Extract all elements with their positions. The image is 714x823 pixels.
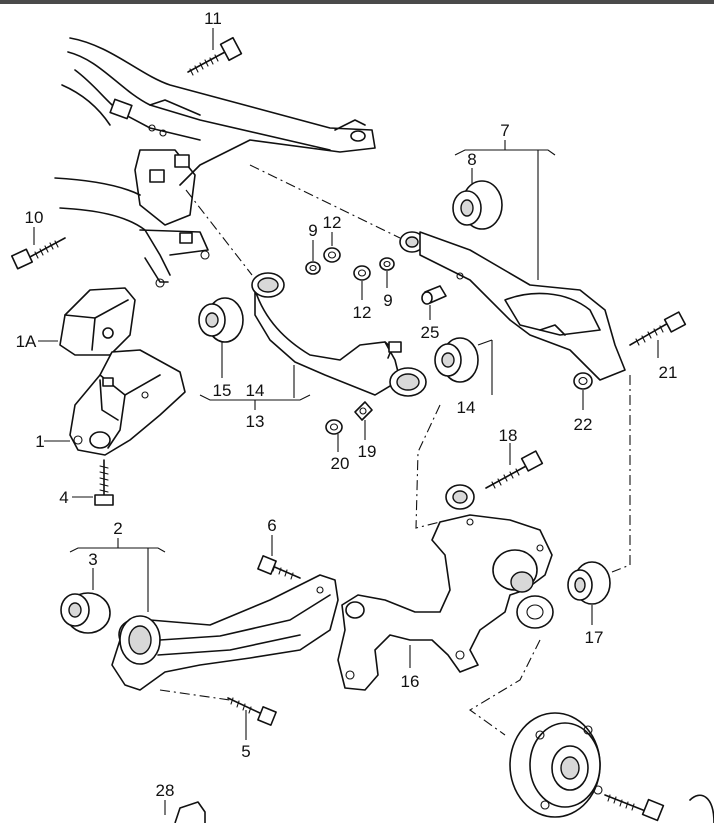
bolt-21 [629, 311, 687, 358]
bolt-5 [227, 697, 277, 740]
bolt-4 [72, 459, 114, 506]
washer-9-b [379, 257, 395, 288]
nut-20 [325, 419, 343, 452]
label-8: 8 [467, 150, 476, 169]
label-2: 2 [113, 519, 122, 538]
bolt-18 [485, 443, 544, 489]
label-9-a: 9 [308, 221, 317, 240]
label-7: 7 [500, 121, 509, 140]
label-9-b: 9 [383, 291, 392, 310]
label-28: 28 [156, 781, 175, 800]
label-16: 16 [401, 672, 420, 691]
bushing-14 [434, 337, 493, 395]
label-22: 22 [574, 415, 593, 434]
label-14-a: 14 [246, 381, 265, 400]
mount-bracket-1 [44, 349, 186, 456]
bushing-17 [567, 561, 611, 625]
nut-22 [573, 372, 593, 410]
label-11: 11 [204, 9, 222, 28]
nut-12-a [323, 232, 341, 263]
label-14-b: 14 [457, 398, 476, 417]
bushing-3 [60, 568, 111, 634]
washer-19 [354, 401, 373, 440]
label-1: 1 [35, 432, 44, 451]
alignment-lines [159, 164, 631, 736]
nut-12-b [353, 265, 371, 300]
window-top-border [0, 0, 714, 4]
label-4: 4 [59, 488, 68, 507]
bushing-8 [452, 180, 503, 230]
label-1a: 1A [16, 332, 37, 351]
bushing-15 [198, 297, 244, 378]
part-28 [164, 800, 206, 823]
cover-1a [38, 287, 136, 356]
bolt-25 [421, 285, 447, 320]
washer-9-a [305, 240, 321, 275]
trailing-arm-2 [69, 538, 339, 691]
label-13: 13 [246, 412, 265, 431]
label-12-a: 12 [323, 213, 342, 232]
label-18: 18 [499, 426, 518, 445]
label-3: 3 [88, 550, 97, 569]
callout-labels: 11 10 1A 1 4 7 8 9 12 12 9 25 15 14 13 1… [16, 9, 678, 800]
label-25: 25 [421, 323, 440, 342]
label-6: 6 [267, 516, 276, 535]
label-17: 17 [585, 628, 604, 647]
lower-control-arm-7 [399, 140, 626, 381]
bolt-10 [10, 227, 66, 270]
label-21: 21 [659, 363, 678, 382]
label-20: 20 [331, 454, 350, 473]
label-12-b: 12 [353, 303, 372, 322]
label-15: 15 [213, 381, 232, 400]
wheel-bearing-housing-16 [337, 484, 554, 691]
bolt-6 [257, 535, 301, 580]
label-19: 19 [358, 442, 377, 461]
wheel-hub [509, 712, 603, 818]
label-5: 5 [241, 742, 250, 761]
hub-bolt [604, 794, 714, 823]
label-10: 10 [25, 208, 44, 227]
bolt-11 [187, 28, 243, 76]
upper-link-13 [199, 272, 427, 410]
subframe [54, 37, 376, 288]
